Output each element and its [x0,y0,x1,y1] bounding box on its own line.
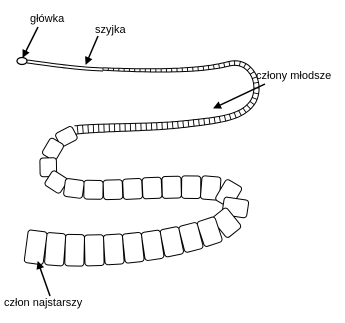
neck-label: szyjka [95,24,126,36]
old-segment [182,176,201,199]
old-segment [84,180,103,199]
old-segments-chain [24,125,249,266]
young-segment [250,72,254,75]
old-segment [141,230,164,261]
young-segment [239,111,242,116]
young-segment [214,65,215,69]
young-segment [77,126,78,134]
young-segment [214,117,215,123]
young-segment [247,105,251,109]
old-segment [162,176,182,198]
young-segment [239,61,240,65]
young-segments-arrow [214,84,265,108]
head-label: główka [30,13,65,25]
young-segment [83,125,84,133]
old-segment [63,178,84,198]
young-segment [234,112,236,117]
young-segment [219,64,220,68]
oldest-segment-arrow [38,262,50,296]
young-segment [254,82,259,83]
young-segment [208,66,209,70]
young-segment [204,119,205,125]
young-segment [193,120,194,126]
young-segments-label: człony młodsze [256,70,331,82]
old-segment [142,177,162,199]
young-segment [183,121,184,128]
young-segment [229,114,231,120]
old-segment [103,234,124,265]
young-segment [219,116,220,122]
young-segment [247,67,250,70]
young-segment [253,93,258,94]
young-segment [224,115,225,121]
head-arrow [23,27,38,57]
neck-shape [27,60,103,68]
young-segment [224,63,225,67]
old-segment [65,234,85,266]
old-segment [84,235,104,266]
old-segment [103,180,123,200]
old-segment [122,232,144,263]
oldest-segment-label: człon najstarszy [4,297,83,309]
young-segment [178,121,179,128]
head-shape [17,58,27,65]
young-segments-strip [75,61,260,134]
young-segment [250,101,254,104]
young-segment [188,120,189,127]
young-strip-edge [75,65,254,126]
young-segment [243,108,246,113]
neck-arrow [86,36,98,64]
young-segment [244,64,246,68]
young-segment [199,119,200,125]
oldest-segment [24,230,47,265]
young-segment [252,97,257,99]
young-segment [209,118,210,124]
old-segment [44,232,65,266]
old-segment [123,178,143,199]
young-segment [88,125,89,133]
young-segment [229,61,230,65]
young-segment [172,122,173,129]
